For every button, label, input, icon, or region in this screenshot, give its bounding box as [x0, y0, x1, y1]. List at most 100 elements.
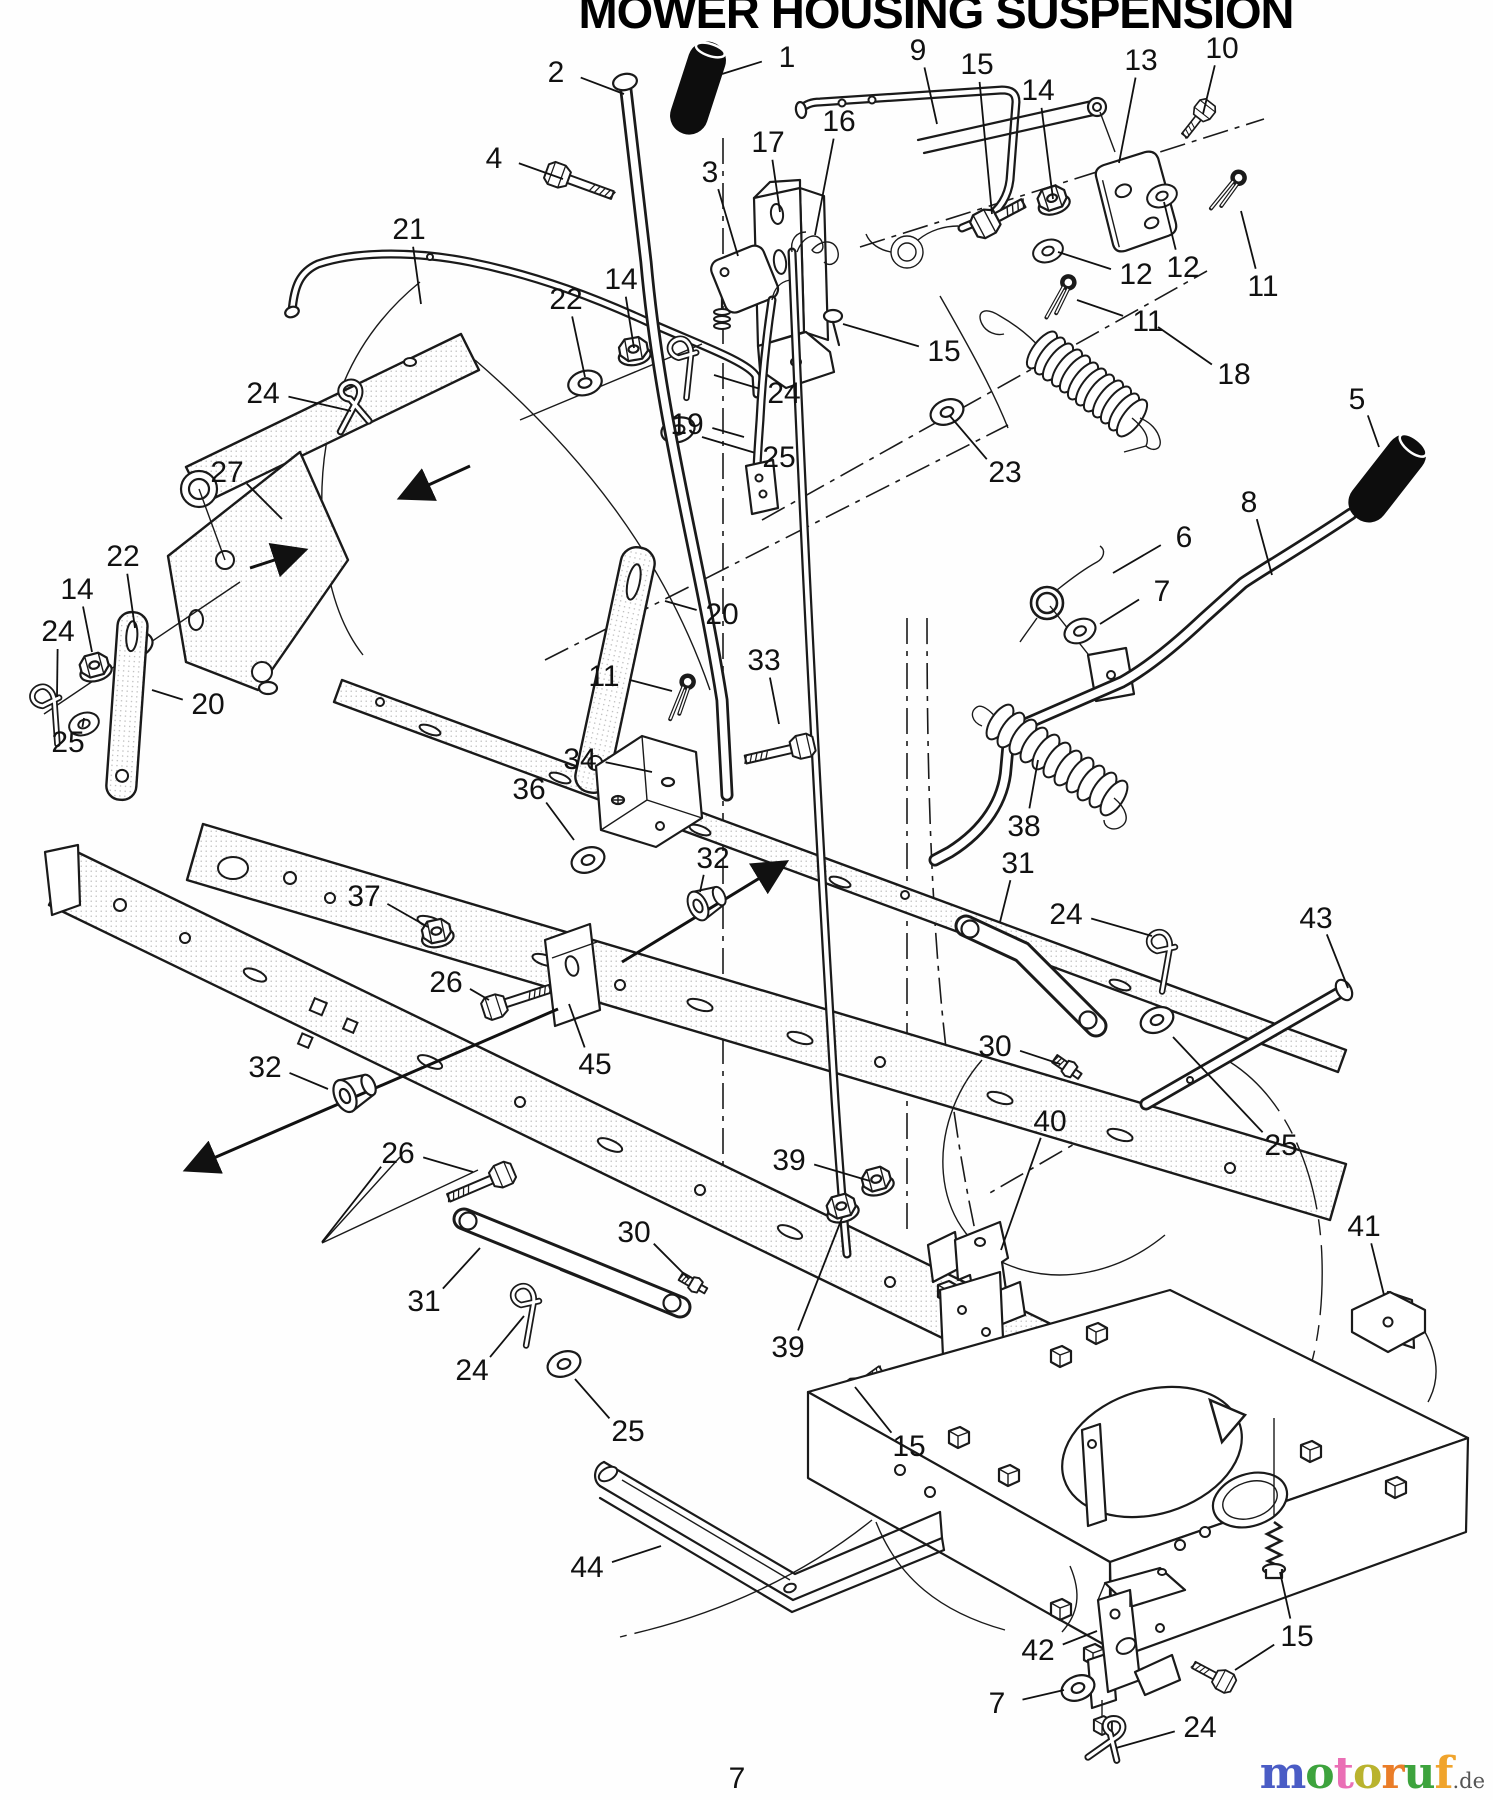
part-latch-bracket-42	[1096, 1566, 1187, 1697]
part-grip-1	[670, 41, 726, 135]
callout-leader	[1118, 77, 1137, 164]
callout-39: 39	[771, 1331, 804, 1364]
callout-leader	[629, 679, 673, 692]
callout-leader	[813, 1163, 871, 1182]
callout-leader	[1240, 210, 1257, 269]
callout-leader	[442, 1247, 481, 1290]
callout-43: 43	[1299, 902, 1332, 935]
callout-leader	[814, 138, 835, 236]
watermark-letter: u	[1403, 1748, 1436, 1799]
callout-leader	[574, 1378, 611, 1419]
part-nut-39	[856, 1163, 897, 1200]
callout-14: 14	[604, 263, 637, 296]
callout-24: 24	[41, 615, 74, 648]
callout-leader	[469, 988, 490, 1001]
callout-16: 16	[822, 105, 855, 138]
callout-1: 1	[779, 41, 796, 74]
callout-leader	[721, 60, 763, 75]
callout-leader	[854, 1386, 893, 1434]
part-link-rod-19	[744, 279, 791, 516]
callout-22: 22	[549, 283, 582, 316]
callout-3: 3	[702, 156, 719, 189]
callout-leader	[611, 1545, 662, 1563]
callout-42: 42	[1021, 1634, 1054, 1667]
part-plate-3	[710, 244, 780, 314]
callout-leader	[797, 1217, 843, 1331]
cable-runs	[619, 1519, 1078, 1638]
part-shoulder-bushing-32	[327, 1065, 383, 1117]
callout-leader	[1172, 1036, 1264, 1133]
callout-leader	[1022, 1689, 1065, 1701]
callout-5: 5	[1349, 383, 1366, 416]
callout-leader	[56, 648, 59, 698]
callout-44: 44	[570, 1551, 603, 1584]
part-lower-left-hardware	[321, 1156, 711, 1383]
callout-26: 26	[381, 1137, 414, 1170]
callout-41: 41	[1347, 1210, 1380, 1243]
callout-25: 25	[1264, 1129, 1297, 1162]
callout-leader	[422, 1156, 474, 1173]
callout-leader	[1370, 1243, 1385, 1296]
callout-39: 39	[772, 1144, 805, 1177]
callout-2: 2	[548, 56, 565, 89]
callout-leader	[288, 395, 352, 412]
callout-25: 25	[762, 441, 795, 474]
part-lift-arm-27	[166, 332, 481, 696]
callout-leader	[664, 600, 697, 611]
callout-leader	[1255, 518, 1273, 576]
callout-leader	[568, 1003, 586, 1048]
callout-leader	[699, 874, 705, 893]
callout-leader	[1157, 326, 1213, 366]
callout-31: 31	[407, 1285, 440, 1318]
callout-leader	[1099, 598, 1140, 625]
callout-leader	[412, 246, 422, 305]
callout-38: 38	[1007, 810, 1040, 843]
callout-14: 14	[60, 573, 93, 606]
callout-leader	[713, 374, 760, 390]
callout-leader	[923, 67, 938, 125]
phantom-centerlines	[321, 118, 1265, 1236]
part-bolt-33	[740, 731, 818, 773]
callout-leader	[1112, 544, 1162, 574]
callout-8: 8	[1241, 486, 1258, 519]
callout-10: 10	[1205, 32, 1238, 65]
callout-18: 18	[1217, 358, 1250, 391]
callout-20: 20	[705, 598, 738, 631]
callout-leader	[81, 717, 85, 728]
callout-24: 24	[1049, 898, 1082, 931]
part-lift-link-rod	[787, 231, 852, 1259]
callout-7: 7	[1154, 575, 1171, 608]
part-deck-housing	[806, 1270, 1470, 1736]
callout-24: 24	[455, 1354, 488, 1387]
callout-9: 9	[910, 34, 927, 67]
part-cotter-pin-11	[669, 674, 695, 722]
callout-4: 4	[486, 142, 503, 175]
callout-leader	[999, 879, 1012, 923]
callout-leader	[571, 316, 586, 378]
part-lift-handle-8	[928, 507, 1358, 867]
watermark-letter: m	[1259, 1748, 1307, 1799]
callout-32: 32	[248, 1051, 281, 1084]
part-hanger-bracket-41	[1350, 1290, 1437, 1403]
callout-24: 24	[246, 377, 279, 410]
callout-6: 6	[1176, 521, 1193, 554]
callout-26: 26	[429, 966, 462, 999]
callout-leader	[545, 801, 575, 841]
callout-23: 23	[988, 456, 1021, 489]
part-washer-7	[1059, 612, 1101, 650]
callout-leader	[321, 1166, 382, 1243]
callout-15: 15	[892, 1430, 925, 1463]
callout-leader	[605, 761, 653, 773]
callout-leader	[1115, 1730, 1176, 1749]
callout-32: 32	[696, 842, 729, 875]
callout-17: 17	[751, 126, 784, 159]
callout-19: 19	[670, 408, 703, 441]
callout-34: 34	[563, 743, 596, 776]
callout-12: 12	[1119, 258, 1152, 291]
part-trunnion-bracket-34	[594, 734, 704, 849]
callout-leader	[386, 903, 429, 928]
callout-40: 40	[1033, 1105, 1066, 1138]
callout-leader	[771, 159, 781, 213]
